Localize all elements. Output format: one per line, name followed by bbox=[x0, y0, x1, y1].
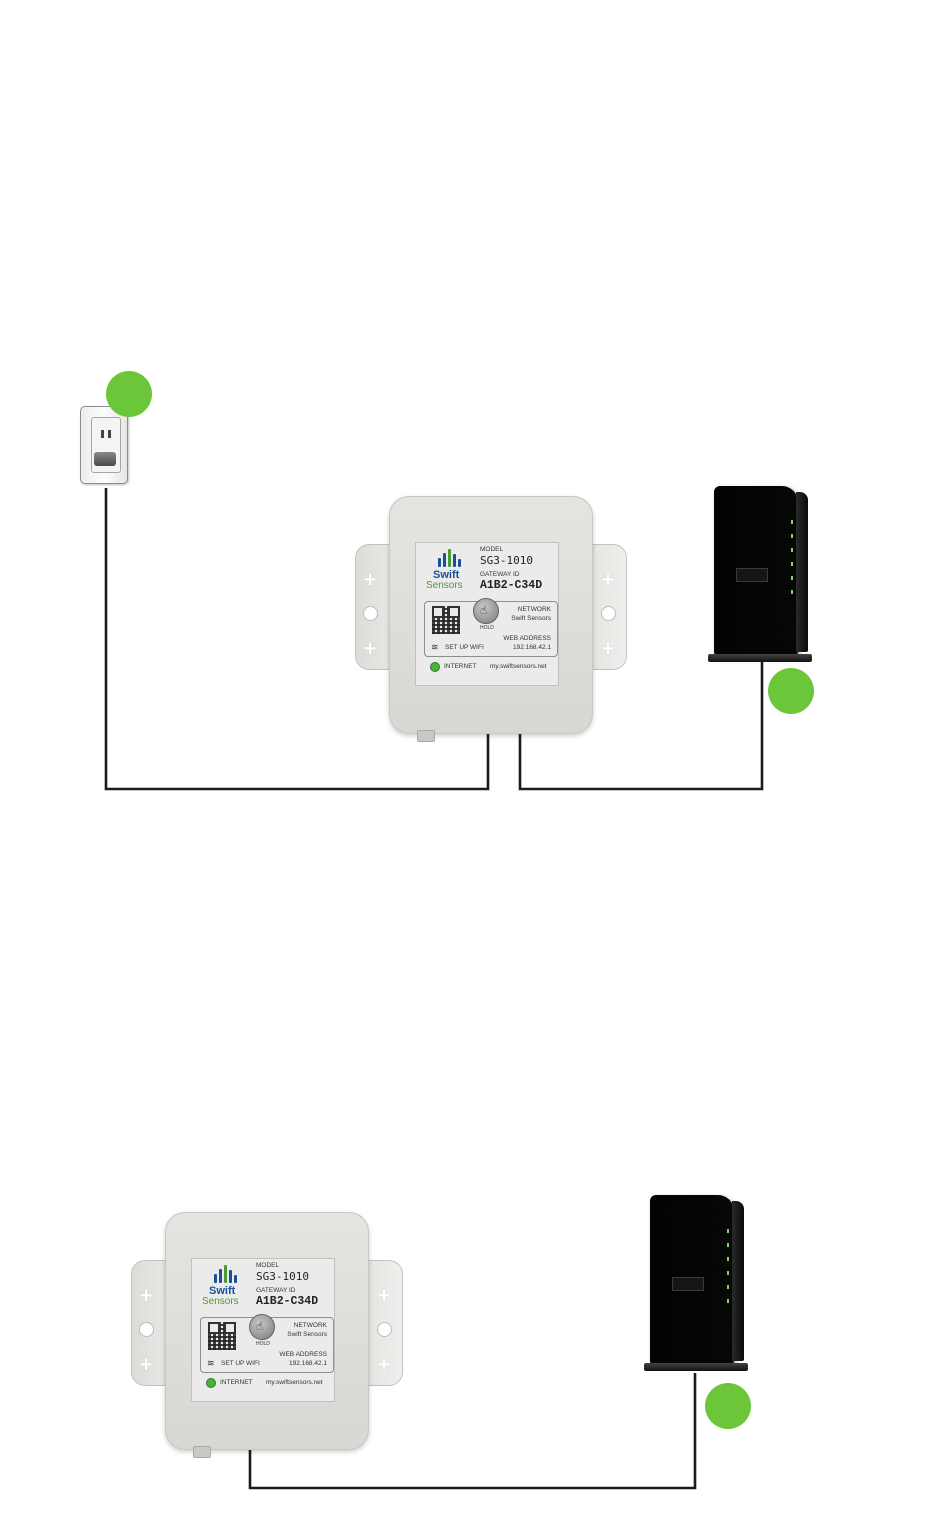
internet-label: INTERNET bbox=[444, 663, 477, 670]
step-badge-router-bottom bbox=[705, 1383, 751, 1429]
web-address-caption: WEB ADDRESS bbox=[279, 1351, 327, 1358]
power-cable bbox=[104, 488, 490, 791]
ethernet-cable-bottom bbox=[248, 1373, 697, 1490]
setup-panel: ☝ HOLD NETWORK Swift Sensors WEB ADDRESS… bbox=[424, 598, 558, 657]
internet-led bbox=[206, 1378, 216, 1388]
hold-caption: HOLD bbox=[480, 625, 494, 631]
gateway-label: Swift Sensors MODEL SG3-1010 GATEWAY ID … bbox=[415, 542, 559, 686]
gateway-device-bottom: + + + + Swift Sensors MODEL SG3-1010 GAT… bbox=[131, 1212, 403, 1462]
gateway-label: Swift Sensors MODEL SG3-1010 GATEWAY ID … bbox=[191, 1258, 335, 1402]
setup-wifi-label: SET UP WIFI bbox=[221, 1360, 260, 1367]
setup-panel: ☝ HOLD NETWORK Swift Sensors WEB ADDRESS… bbox=[200, 1314, 334, 1373]
brand-name-line1: Swift bbox=[209, 1285, 236, 1297]
gateway-device-top: + + + + Swift Sensors MODEL SG3-1010 GAT… bbox=[355, 496, 627, 746]
hand-press-icon: ☝ bbox=[256, 1319, 264, 1333]
internet-label: INTERNET bbox=[220, 1379, 253, 1386]
gateway-id-caption: GATEWAY ID bbox=[256, 1287, 296, 1294]
wifi-icon: ≋ bbox=[431, 642, 439, 652]
brand-name-line2: Sensors bbox=[426, 580, 463, 591]
step-badge-router-top bbox=[768, 668, 814, 714]
web-address: 192.168.42.1 bbox=[289, 1360, 327, 1367]
hold-button[interactable] bbox=[473, 598, 499, 624]
brand-name-line1: Swift bbox=[433, 569, 460, 581]
web-address-caption: WEB ADDRESS bbox=[503, 635, 551, 642]
model-number: SG3-1010 bbox=[256, 1270, 309, 1283]
ethernet-cable-top bbox=[518, 662, 764, 791]
network-caption: NETWORK bbox=[293, 1322, 327, 1329]
hand-press-icon: ☝ bbox=[480, 603, 488, 617]
gateway-id: A1B2-C34D bbox=[480, 579, 543, 592]
qr-code bbox=[208, 1322, 236, 1350]
router-icon bbox=[708, 486, 812, 664]
model-number: SG3-1010 bbox=[480, 554, 533, 567]
gateway-id-caption: GATEWAY ID bbox=[480, 571, 520, 578]
model-caption: MODEL bbox=[256, 1262, 280, 1269]
hold-button[interactable] bbox=[249, 1314, 275, 1340]
internet-led bbox=[430, 662, 440, 672]
portal-address: my.swiftsensors.net bbox=[490, 663, 547, 670]
setup-wifi-label: SET UP WIFI bbox=[445, 644, 484, 651]
qr-code bbox=[432, 606, 460, 634]
network-name: Swift Sensors bbox=[511, 615, 551, 622]
wifi-icon: ≋ bbox=[207, 1358, 215, 1368]
hold-caption: HOLD bbox=[256, 1341, 270, 1347]
model-caption: MODEL bbox=[480, 546, 504, 553]
swift-sensors-logo-icon bbox=[214, 1265, 237, 1283]
portal-address: my.swiftsensors.net bbox=[266, 1379, 323, 1386]
step-badge-outlet bbox=[106, 371, 152, 417]
network-name: Swift Sensors bbox=[287, 1331, 327, 1338]
swift-sensors-logo-icon bbox=[438, 549, 461, 567]
brand-name-line2: Sensors bbox=[202, 1296, 239, 1307]
router-icon bbox=[644, 1195, 748, 1375]
network-caption: NETWORK bbox=[517, 606, 551, 613]
gateway-id: A1B2-C34D bbox=[256, 1295, 319, 1308]
web-address: 192.168.42.1 bbox=[513, 644, 551, 651]
power-outlet-icon bbox=[80, 406, 128, 484]
